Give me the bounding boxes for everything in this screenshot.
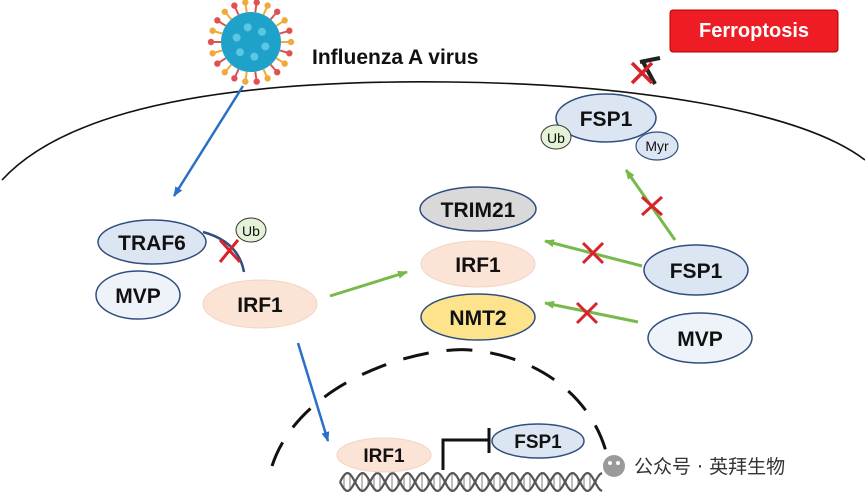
virus-spike-tip xyxy=(281,17,288,24)
virus-spike-tip xyxy=(286,50,293,57)
ferroptosis-label: Ferroptosis xyxy=(699,20,809,42)
virus-surface-dot xyxy=(250,52,259,61)
myr-label: Myr xyxy=(645,138,669,154)
traf6-ub-node: Ub xyxy=(235,217,267,243)
fsp1-right-label: FSP1 xyxy=(670,260,723,283)
fsp1-dna-label: FSP1 xyxy=(514,432,562,453)
virus-surface-dot xyxy=(261,42,270,51)
virus-spike-tip xyxy=(264,2,271,9)
virus-surface-dot xyxy=(235,48,244,57)
virus-to-traf6-arrow xyxy=(172,85,245,197)
traf6-ub-label: Ub xyxy=(242,223,260,239)
virus-spike-tip xyxy=(214,17,221,24)
fsp1-right-node: FSP1 xyxy=(643,244,749,296)
virus-surface-dot xyxy=(258,27,267,36)
virus-spike-tip xyxy=(221,69,229,76)
mvp-left-node: MVP xyxy=(95,270,181,320)
irf1-left-node: IRF1 xyxy=(202,279,318,329)
irf1-dna-node: IRF1 xyxy=(336,437,432,473)
fsp1-irf1-inhibit-x xyxy=(581,241,605,265)
influenza-virus-icon xyxy=(207,0,295,85)
nmt2-label: NMT2 xyxy=(449,307,506,330)
nuclear-envelope xyxy=(270,348,612,471)
dna-strand xyxy=(339,471,603,493)
repression-bar xyxy=(441,438,488,470)
mvp-right-label: MVP xyxy=(677,328,723,351)
ferroptosis-badge: Ferroptosis xyxy=(669,9,839,53)
virus-spike-tip xyxy=(253,0,260,6)
virus-spike-tip xyxy=(207,38,215,46)
traf6-label: TRAF6 xyxy=(118,232,186,255)
nmt2-node: NMT2 xyxy=(420,293,536,341)
trim21-node: TRIM21 xyxy=(419,186,537,232)
fsp1-membrane-label: FSP1 xyxy=(580,108,633,131)
irf1-center-label: IRF1 xyxy=(455,254,501,277)
irf1-to-nucleus-arrow xyxy=(296,342,330,442)
dna-strand xyxy=(339,471,603,493)
virus-spike-tip xyxy=(231,2,238,9)
watermark-text: 公众号 · 英拜生物 xyxy=(634,456,785,478)
virus-label: Influenza A virus xyxy=(312,46,478,69)
dna-helix-icon xyxy=(339,471,603,493)
virus-spike-tip xyxy=(286,27,293,34)
virus-spike-tip xyxy=(214,60,221,67)
irf1-dna-label: IRF1 xyxy=(363,446,405,467)
virus-spike-tip xyxy=(273,69,281,76)
virus-spike-tip xyxy=(273,8,281,15)
virus-spike-tip xyxy=(242,0,249,6)
virus-spike-tip xyxy=(253,78,260,85)
virus-spike-tip xyxy=(264,75,271,82)
irf1-to-complex-arrow xyxy=(329,270,408,298)
virus-spike-tip xyxy=(287,38,295,46)
fsp1-ub-node: Ub xyxy=(540,124,572,150)
trim21-label: TRIM21 xyxy=(441,199,516,222)
mvp-right-node: MVP xyxy=(647,312,753,364)
virus-spike-tip xyxy=(209,50,216,57)
virus-spike-tip xyxy=(242,78,249,85)
virus-spike-tip xyxy=(231,75,238,82)
virus-spike-tip xyxy=(221,8,229,15)
myr-node: Myr xyxy=(635,131,679,161)
mvp-nmt2-inhibit-x xyxy=(575,301,599,325)
wechat-watermark: 公众号 · 英拜生物 xyxy=(603,455,785,478)
lipid-anchor-inhibit-x xyxy=(630,61,654,85)
virus-surface-dot xyxy=(232,33,241,42)
irf1-center-node: IRF1 xyxy=(420,240,536,288)
fsp1-ub-label: Ub xyxy=(547,130,565,146)
virus-body xyxy=(221,12,281,72)
mvp-left-label: MVP xyxy=(115,285,161,308)
ubiquitination-inhibit-x xyxy=(218,238,242,264)
virus-spike-tip xyxy=(209,27,216,34)
lipid-anchor-icon xyxy=(639,56,661,85)
mvp-to-nmt2-arrow xyxy=(544,300,639,324)
fsp1-membrane-node: FSP1 xyxy=(555,93,657,143)
fsp1-membrane-inhibit-x xyxy=(640,195,664,217)
virus-spike-tip xyxy=(281,60,288,67)
irf1-left-label: IRF1 xyxy=(237,294,283,317)
traf6-node: TRAF6 xyxy=(97,219,207,265)
fsp1-dna-node: FSP1 xyxy=(491,423,585,459)
cell-membrane xyxy=(1,81,865,181)
virus-surface-dot xyxy=(243,23,252,32)
wechat-icon xyxy=(603,455,625,477)
ubiquitin-link xyxy=(202,230,246,273)
